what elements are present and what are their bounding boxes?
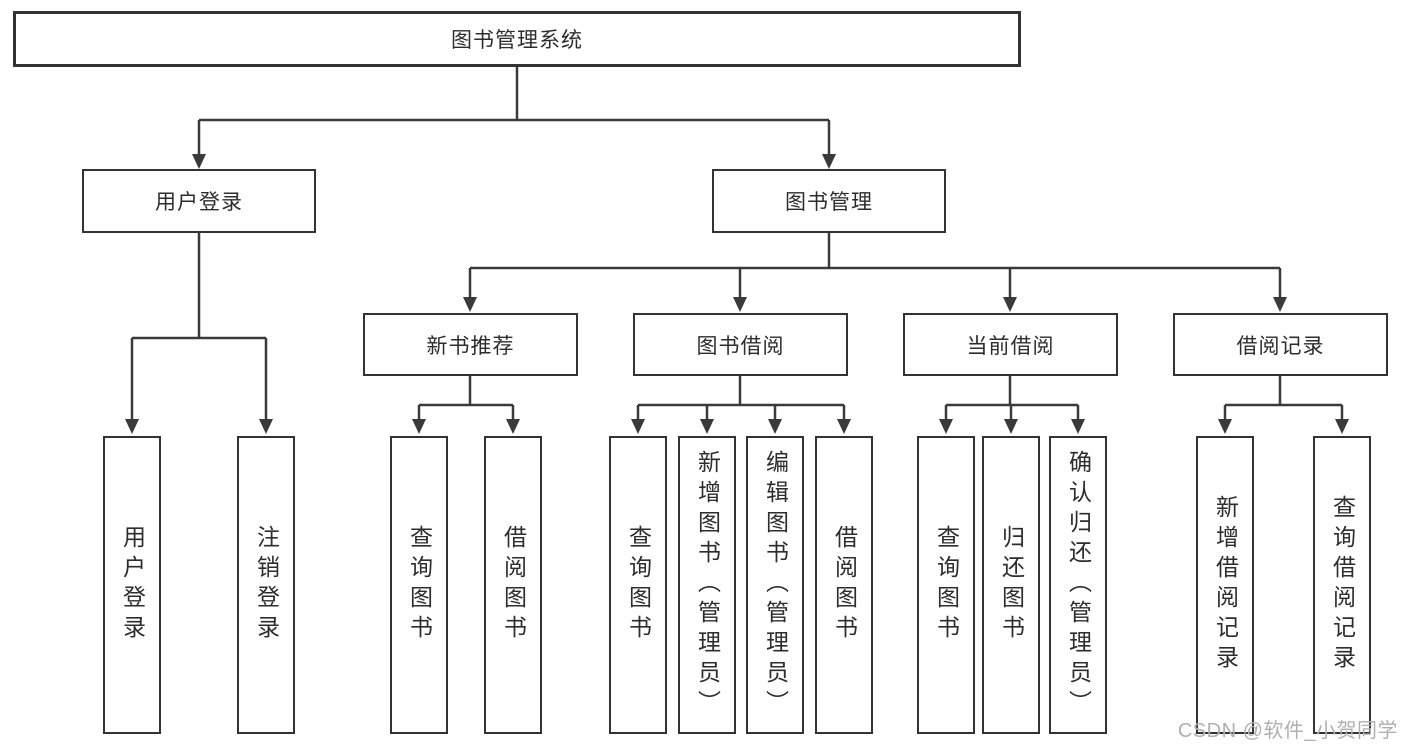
node-label: 查询图书 — [933, 525, 960, 645]
node-label: 图书借阅 — [696, 334, 785, 358]
leaf-query-books-current: 查询图书 — [917, 436, 975, 734]
node-label: 查询借阅记录 — [1329, 495, 1356, 675]
node-new-book-recommend: 新书推荐 — [363, 313, 578, 376]
node-label: 新书推荐 — [426, 334, 515, 358]
node-label: 借阅图书 — [500, 525, 527, 645]
leaf-query-books-borrow: 查询图书 — [609, 436, 667, 734]
leaf-borrow-books: 借阅图书 — [815, 436, 873, 734]
node-label: 查询图书 — [406, 525, 433, 645]
node-current-borrow: 当前借阅 — [903, 313, 1118, 376]
leaf-confirm-return-admin: 确认归还（管理员） — [1049, 436, 1107, 734]
node-library-management-system: 图书管理系统 — [13, 11, 1021, 67]
node-label: 当前借阅 — [966, 334, 1055, 358]
leaf-return-books: 归还图书 — [982, 436, 1040, 734]
leaf-user-login: 用户登录 — [103, 436, 161, 734]
leaf-borrow-books-recommend: 借阅图书 — [484, 436, 542, 734]
node-user-login-module: 用户登录 — [82, 169, 316, 233]
node-label: 用户登录 — [155, 191, 243, 214]
node-label: 借阅图书 — [831, 525, 858, 645]
node-label: 确认归还（管理员） — [1065, 450, 1092, 720]
node-label: 图书管理系统 — [451, 29, 583, 52]
node-label: 查询图书 — [625, 525, 652, 645]
node-book-borrow: 图书借阅 — [633, 313, 848, 376]
leaf-add-books-admin: 新增图书（管理员） — [678, 436, 736, 734]
node-book-management-module: 图书管理 — [712, 169, 946, 233]
node-label: 归还图书 — [998, 525, 1025, 645]
node-label: 新增借阅记录 — [1212, 495, 1239, 675]
leaf-query-borrow-record: 查询借阅记录 — [1313, 436, 1371, 734]
csdn-watermark: CSDN @软件_小贺同学 — [1177, 720, 1398, 742]
node-label: 图书管理 — [785, 191, 873, 214]
node-label: 新增图书（管理员） — [694, 450, 721, 720]
node-label: 编辑图书（管理员） — [762, 450, 789, 720]
node-label: 借阅记录 — [1236, 334, 1325, 358]
node-label: 用户登录 — [119, 525, 146, 645]
leaf-add-borrow-record: 新增借阅记录 — [1196, 436, 1254, 734]
leaf-logout: 注销登录 — [237, 436, 295, 734]
leaf-query-books-recommend: 查询图书 — [390, 436, 448, 734]
node-label: 注销登录 — [253, 525, 280, 645]
arrowheads — [125, 154, 1349, 434]
node-borrow-records: 借阅记录 — [1173, 313, 1388, 376]
leaf-edit-books-admin: 编辑图书（管理员） — [746, 436, 804, 734]
